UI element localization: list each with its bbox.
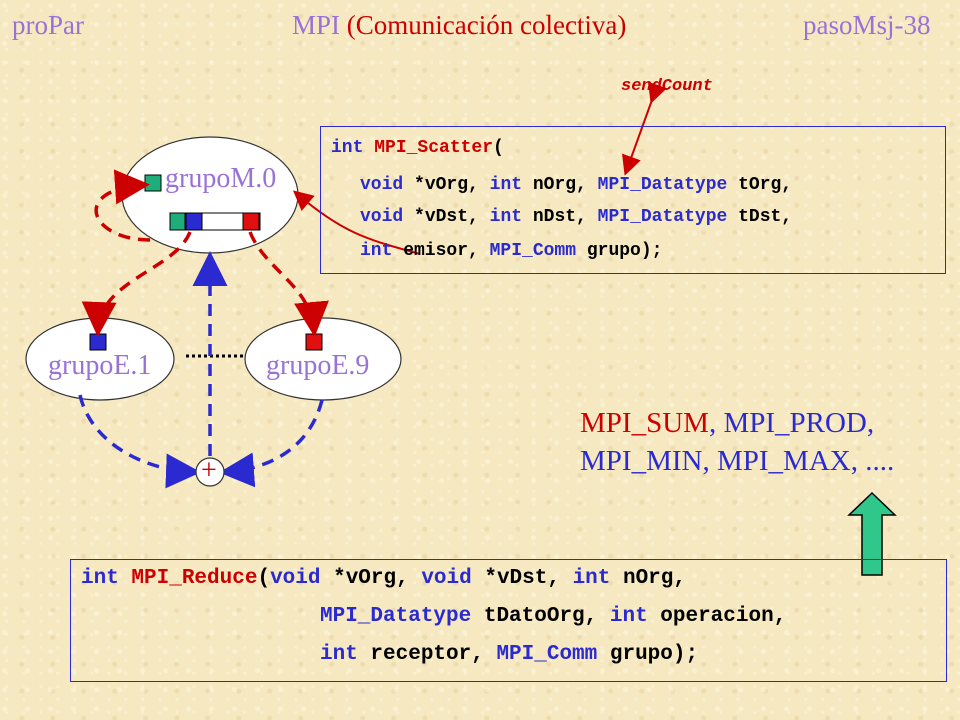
e9-group-label: grupoE.9 bbox=[266, 350, 370, 381]
operations-line-2: MPI_MIN, MPI_MAX, .... bbox=[580, 445, 895, 477]
e9-element-block bbox=[305, 333, 323, 351]
kw-int: int bbox=[572, 567, 611, 590]
operations-line-1: MPI_SUM, MPI_PROD, bbox=[580, 404, 894, 442]
title-mpi: MPI bbox=[292, 10, 341, 40]
kw-int: int bbox=[320, 643, 358, 666]
kw-void: void bbox=[360, 207, 404, 227]
kw-datatype: MPI_Datatype bbox=[597, 207, 728, 227]
scatter-arrow-e9 bbox=[248, 231, 329, 337]
master-group-ellipse bbox=[121, 136, 299, 254]
self-scatter-arrow bbox=[94, 169, 151, 242]
kw-int: int bbox=[331, 138, 375, 158]
param-operacion: operacion, bbox=[647, 605, 787, 628]
master-group-label: grupoM.0 bbox=[165, 163, 277, 194]
kw-datatype: MPI_Datatype bbox=[597, 175, 728, 195]
scatter-line-2: void *vOrg, int nOrg, MPI_Datatype tOrg, bbox=[360, 175, 792, 195]
reduce-arrow-e1 bbox=[78, 394, 201, 489]
reduce-operator-circle bbox=[195, 457, 225, 487]
kw-int: int bbox=[489, 207, 523, 227]
scatter-line-4: int emisor, MPI_Comm grupo); bbox=[360, 241, 662, 261]
reduce-plus-symbol: + bbox=[201, 455, 217, 486]
kw-int: int bbox=[489, 175, 523, 195]
paren-open: ( bbox=[493, 138, 504, 158]
param-emisor: emisor, bbox=[392, 241, 490, 261]
param-vorg: *vOrg, bbox=[403, 175, 490, 195]
reduce-line-3: int receptor, MPI_Comm grupo); bbox=[320, 643, 698, 666]
param-vdst: *vDst, bbox=[403, 207, 490, 227]
sendcount-label: sendCount bbox=[621, 77, 713, 96]
buffer-cell-red bbox=[242, 212, 260, 231]
reduce-line-2: MPI_Datatype tDatoOrg, int operacion, bbox=[320, 605, 786, 628]
slide-title: MPI (Comunicación colectiva) bbox=[292, 10, 626, 41]
param-norg: nOrg, bbox=[610, 567, 686, 590]
param-vdst: *vDst, bbox=[471, 567, 573, 590]
param-grupo: grupo); bbox=[576, 241, 663, 261]
scatter-line-3: void *vDst, int nDst, MPI_Datatype tDst, bbox=[360, 207, 792, 227]
kw-int: int bbox=[609, 605, 648, 628]
reduce-line-1: int MPI_Reduce(void *vOrg, void *vDst, i… bbox=[81, 567, 686, 590]
scatter-line-1: int MPI_Scatter( bbox=[331, 138, 504, 158]
param-torg: tOrg, bbox=[727, 175, 793, 195]
header-left: proPar bbox=[12, 10, 84, 40]
op-sum: MPI_SUM bbox=[580, 407, 709, 439]
param-tdst: tDst, bbox=[727, 207, 793, 227]
operations-green-arrow bbox=[847, 491, 897, 576]
kw-comm: MPI_Comm bbox=[496, 643, 598, 666]
kw-int: int bbox=[81, 567, 132, 590]
e1-element-block bbox=[89, 333, 107, 351]
fn-mpi-reduce: MPI_Reduce bbox=[131, 567, 258, 590]
kw-void: void bbox=[360, 175, 404, 195]
kw-comm: MPI_Comm bbox=[489, 241, 577, 261]
fn-mpi-scatter: MPI_Scatter bbox=[374, 138, 494, 158]
emisor-pointer-arrow bbox=[292, 190, 421, 255]
title-rest: (Comunicación colectiva) bbox=[346, 10, 627, 40]
master-element-block bbox=[144, 174, 162, 192]
param-receptor: receptor, bbox=[357, 643, 497, 666]
param-tdatoorg: tDatoOrg, bbox=[471, 605, 610, 628]
kw-int: int bbox=[360, 241, 393, 261]
e1-group-label: grupoE.1 bbox=[48, 350, 152, 381]
operations-list: MPI_SUM, MPI_PROD, MPI_MIN, MPI_MAX, ...… bbox=[580, 404, 894, 480]
paren-open: ( bbox=[257, 567, 271, 590]
buffer-cell-green bbox=[169, 212, 186, 231]
param-norg: nOrg, bbox=[522, 175, 598, 195]
op-prod: , MPI_PROD, bbox=[708, 407, 875, 439]
param-vorg: *vOrg, bbox=[320, 567, 422, 590]
kw-void: void bbox=[421, 567, 472, 590]
reduce-code-box bbox=[70, 559, 947, 682]
scatter-arrow-e1 bbox=[81, 231, 192, 337]
reduce-arrow-e9 bbox=[219, 399, 324, 488]
param-ndst: nDst, bbox=[522, 207, 598, 227]
param-grupo: grupo); bbox=[597, 643, 699, 666]
header-right: pasoMsj-38 bbox=[803, 10, 931, 40]
buffer-cell-blue bbox=[185, 212, 203, 231]
sendcount-arrow bbox=[622, 81, 667, 176]
kw-void: void bbox=[270, 567, 321, 590]
kw-datatype: MPI_Datatype bbox=[320, 605, 472, 628]
scatter-code-box bbox=[320, 126, 946, 274]
